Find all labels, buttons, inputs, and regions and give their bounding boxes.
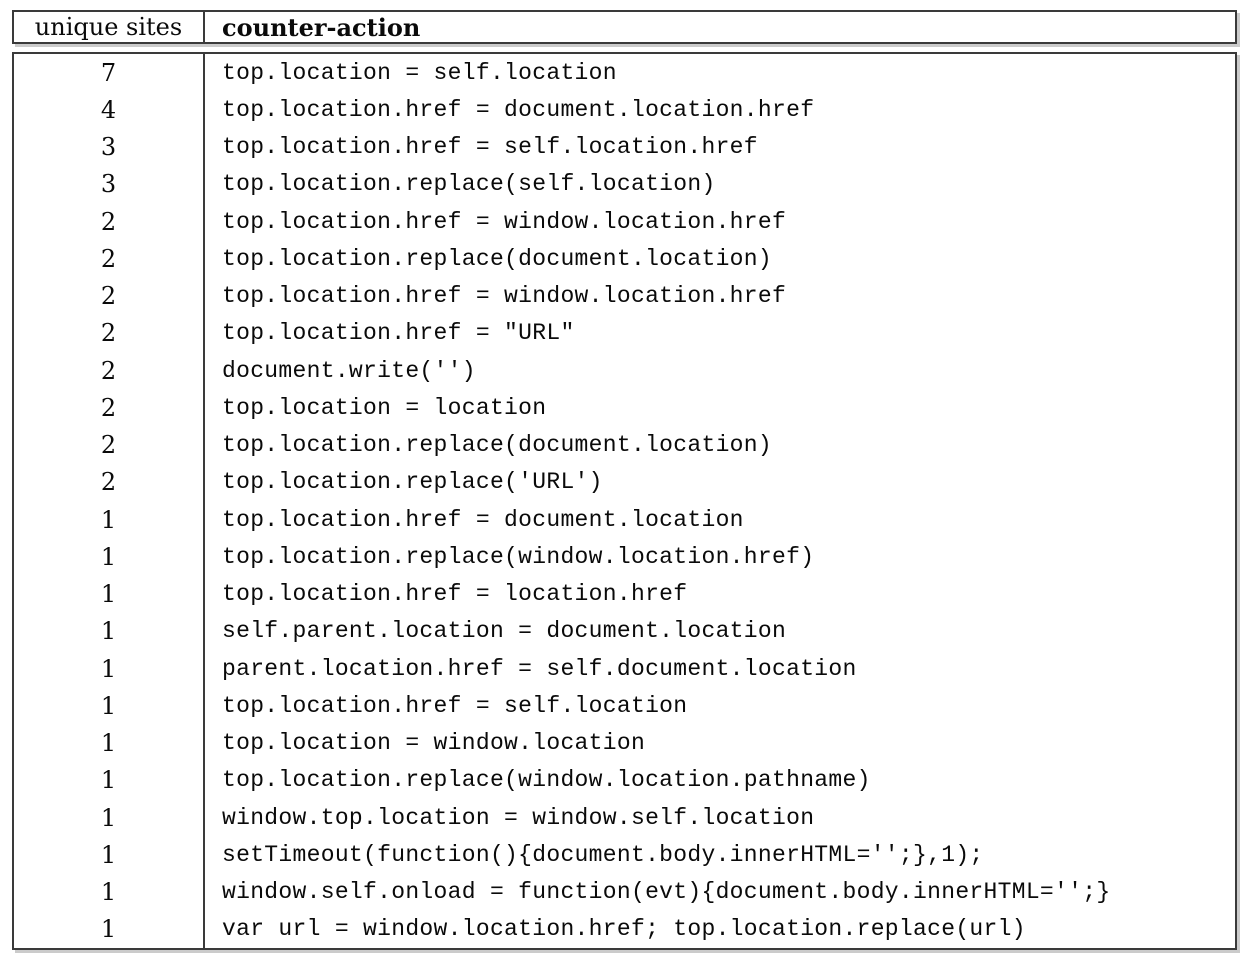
unique-sites-count: 3 — [14, 128, 205, 166]
unique-sites-count: 2 — [14, 389, 205, 427]
counter-action-code: top.location.href = document.location — [222, 506, 744, 533]
counter-action-code: window.self.onload = function(evt){docum… — [222, 879, 1111, 906]
counter-action-code: self.parent.location = document.location — [222, 618, 787, 645]
counter-action-code: top.location.replace(document.location) — [222, 432, 772, 459]
table-row: 3 top.location.replace(self.location) — [14, 165, 1235, 203]
counter-action-code: top.location.href = self.location.href — [222, 134, 758, 161]
table-body: 7 top.location = self.location 4 top.loc… — [12, 52, 1237, 950]
unique-sites-count: 4 — [14, 91, 205, 129]
counter-action-code: top.location = location — [222, 394, 547, 421]
unique-sites-count: 2 — [14, 426, 205, 464]
unique-sites-count: 2 — [14, 203, 205, 241]
column-header-unique-sites: unique sites — [14, 12, 205, 42]
table-row: 2 top.location.replace(document.location… — [14, 426, 1235, 464]
unique-sites-count: 2 — [14, 463, 205, 501]
unique-sites-count: 1 — [14, 650, 205, 688]
counter-action-code: top.location = self.location — [222, 59, 617, 86]
table-row: 1 self.parent.location = document.locati… — [14, 612, 1235, 650]
table-row: 1 top.location.href = self.location — [14, 687, 1235, 725]
table-header: unique sites counter-action — [12, 10, 1237, 44]
counter-action-code: parent.location.href = self.document.loc… — [222, 655, 857, 682]
table-row: 1 window.top.location = window.self.loca… — [14, 799, 1235, 837]
unique-sites-count: 7 — [14, 54, 205, 92]
table-row: 7 top.location = self.location — [14, 54, 1235, 92]
counter-action-code: top.location.href = "URL" — [222, 320, 575, 347]
table-row: 4 top.location.href = document.location.… — [14, 91, 1235, 129]
table-row: 1 setTimeout(function(){document.body.in… — [14, 836, 1235, 874]
unique-sites-count: 2 — [14, 314, 205, 352]
unique-sites-count: 1 — [14, 575, 205, 613]
counter-action-code: top.location.replace('URL') — [222, 469, 603, 496]
counter-actions-table: unique sites counter-action 7 top.locati… — [12, 10, 1237, 950]
table-row: 2 top.location.href = window.location.hr… — [14, 203, 1235, 241]
unique-sites-count: 1 — [14, 612, 205, 650]
table-row: 1 window.self.onload = function(evt){doc… — [14, 873, 1235, 911]
column-header-counter-action: counter-action — [222, 12, 421, 42]
unique-sites-count: 1 — [14, 799, 205, 837]
table-row: 1 top.location.replace(window.location.h… — [14, 538, 1235, 576]
counter-action-code: var url = window.location.href; top.loca… — [222, 916, 1026, 943]
counter-action-code: top.location.replace(self.location) — [222, 171, 716, 198]
unique-sites-count: 1 — [14, 501, 205, 539]
counter-action-code: window.top.location = window.self.locati… — [222, 804, 815, 831]
counter-action-code: top.location.href = document.location.hr… — [222, 96, 815, 123]
unique-sites-count: 2 — [14, 240, 205, 278]
counter-action-code: top.location.replace(window.location.pat… — [222, 767, 871, 794]
unique-sites-count: 1 — [14, 910, 205, 948]
table-row: 2 document.write('') — [14, 352, 1235, 390]
unique-sites-count: 1 — [14, 836, 205, 874]
unique-sites-count: 1 — [14, 761, 205, 799]
counter-action-code: top.location.replace(window.location.hre… — [222, 543, 815, 570]
unique-sites-count: 2 — [14, 277, 205, 315]
unique-sites-count: 1 — [14, 724, 205, 762]
unique-sites-count: 1 — [14, 538, 205, 576]
table-row: 2 top.location.replace(document.location… — [14, 240, 1235, 278]
table-row: 1 top.location.href = document.location — [14, 501, 1235, 539]
table-row: 1 top.location = window.location — [14, 724, 1235, 762]
table-row: 2 top.location.href = "URL" — [14, 314, 1235, 352]
table-row: 2 top.location.href = window.location.hr… — [14, 277, 1235, 315]
table-row: 1 top.location.href = location.href — [14, 575, 1235, 613]
counter-action-code: top.location = window.location — [222, 730, 646, 757]
unique-sites-count: 1 — [14, 687, 205, 725]
counter-action-code: document.write('') — [222, 357, 476, 384]
table-row: 2 top.location.replace('URL') — [14, 463, 1235, 501]
unique-sites-count: 2 — [14, 352, 205, 390]
table-row: 3 top.location.href = self.location.href — [14, 128, 1235, 166]
unique-sites-count: 3 — [14, 165, 205, 203]
counter-action-code: top.location.href = window.location.href — [222, 208, 787, 235]
table-row: 1 parent.location.href = self.document.l… — [14, 650, 1235, 688]
table-row: 1 top.location.replace(window.location.p… — [14, 761, 1235, 799]
table-row: 2 top.location = location — [14, 389, 1235, 427]
counter-action-code: top.location.replace(document.location) — [222, 245, 772, 272]
counter-action-code: top.location.href = location.href — [222, 581, 688, 608]
counter-action-code: top.location.href = window.location.href — [222, 283, 787, 310]
counter-action-code: setTimeout(function(){document.body.inne… — [222, 841, 984, 868]
counter-action-code: top.location.href = self.location — [222, 692, 688, 719]
unique-sites-count: 1 — [14, 873, 205, 911]
table-row: 1 var url = window.location.href; top.lo… — [14, 910, 1235, 948]
